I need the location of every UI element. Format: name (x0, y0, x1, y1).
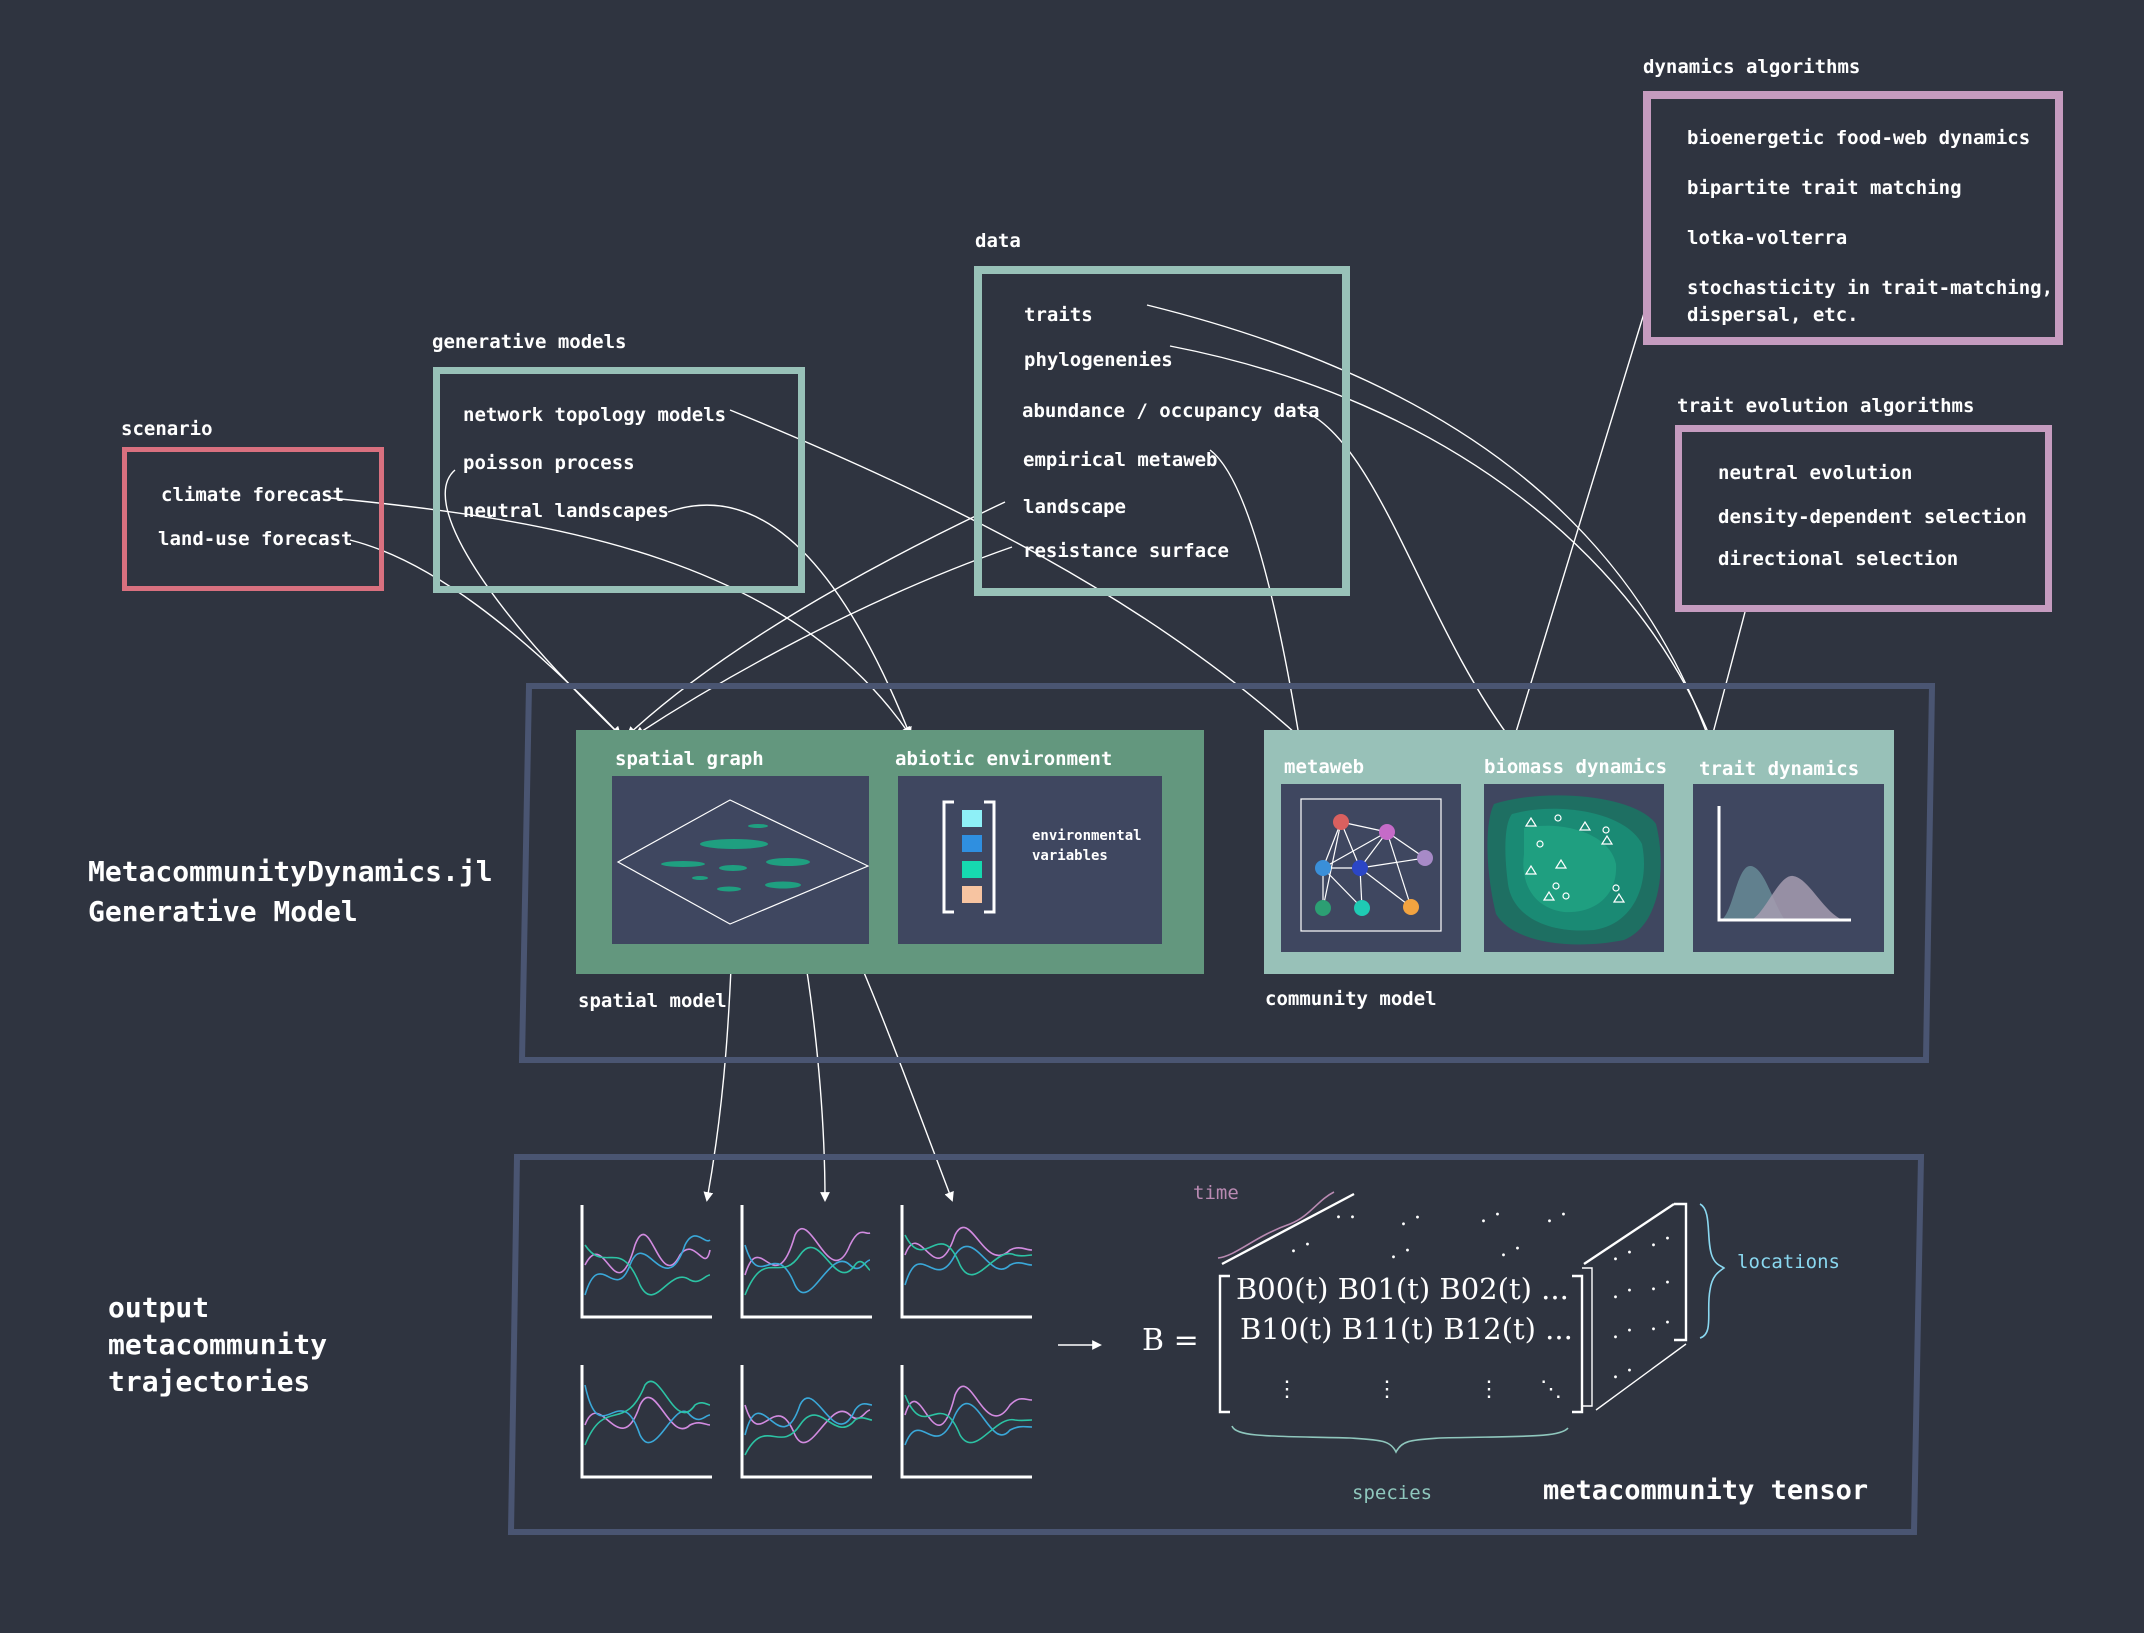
trait-evolution-box: neutral evolution density-dependent sele… (1675, 425, 2052, 612)
abiotic-environment-label: abiotic environment (895, 748, 1113, 770)
generative-item-neutral: neutral landscapes (463, 500, 669, 522)
arrow-phylo-to-trait-dynamics (1169, 345, 1714, 744)
env-variable-swatch (962, 835, 982, 852)
generative-item-poisson: poisson process (463, 452, 635, 474)
abiotic-environment-panel: environmental variables (898, 776, 1162, 944)
data-item-traits: traits (1024, 304, 1093, 326)
scenario-box: climate forecast land-use forecast (122, 447, 384, 591)
dynamics-algorithms-box: bioenergetic food-web dynamics bipartite… (1643, 91, 2063, 345)
spatial-graph-illustration (616, 799, 869, 925)
model-title-line1: MetacommunityDynamics.jl (88, 855, 493, 888)
env-variables-line2: variables (1032, 848, 1108, 864)
env-variable-swatch (962, 861, 982, 878)
data-item-empirical-metaweb: empirical metaweb (1023, 449, 1218, 471)
community-model-label: community model (1265, 988, 1437, 1010)
spatial-graph-panel (612, 776, 869, 944)
spatial-graph-label: spatial graph (615, 748, 764, 770)
arrow-dynamics-to-biomass (1509, 309, 1646, 747)
dynamics-item-lotka: lotka-volterra (1687, 227, 1848, 249)
tensor-row-1: B00(t) B01(t) B02(t) ... (1236, 1272, 1569, 1306)
dynamics-item-dispersal: dispersal, etc. (1687, 304, 1859, 326)
env-variable-swatch (962, 810, 982, 827)
data-box: traits phylogenenies abundance / occupan… (974, 266, 1350, 596)
scenario-heading: scenario (121, 418, 213, 440)
metaweb-panel (1281, 784, 1461, 952)
scenario-item-landuse: land-use forecast (158, 528, 353, 550)
trait-distribution-illustration (1717, 806, 1851, 922)
generative-item-network: network topology models (463, 404, 727, 426)
tensor-time-label: time (1193, 1182, 1239, 1204)
trait-item-neutral: neutral evolution (1718, 462, 1913, 484)
dynamics-item-stochasticity: stochasticity in trait-matching, (1687, 277, 2054, 299)
output-title-line3: trajectories (108, 1365, 311, 1398)
env-variables-line1: environmental (1032, 828, 1142, 844)
trait-item-directional: directional selection (1718, 548, 1959, 570)
tensor-row-2: B10(t) B11(t) B12(t) ... (1240, 1312, 1573, 1346)
biomass-landscape-illustration (1487, 795, 1661, 945)
trait-dynamics-label: trait dynamics (1699, 758, 1860, 780)
trait-evolution-heading: trait evolution algorithms (1677, 395, 1975, 417)
env-vector-illustration (942, 800, 996, 914)
tensor-species-label: species (1352, 1482, 1433, 1504)
metacommunity-tensor-label: metacommunity tensor (1543, 1475, 1869, 1506)
generative-models-heading: generative models (432, 331, 627, 353)
metaweb-network-illustration (1300, 798, 1442, 932)
data-item-abundance: abundance / occupancy data (1022, 400, 1320, 422)
generative-models-box: network topology models poisson process … (433, 367, 805, 593)
scenario-item-climate: climate forecast (161, 484, 345, 506)
biomass-dynamics-label: biomass dynamics (1484, 756, 1668, 778)
arrow-climate-to-abiotic (329, 497, 912, 737)
tensor-locations-label: locations (1737, 1251, 1840, 1273)
dynamics-item-bipartite: bipartite trait matching (1687, 177, 1962, 199)
spatial-model-label: spatial model (578, 990, 727, 1012)
trait-item-density: density-dependent selection (1718, 506, 2027, 528)
output-title-line2: metacommunity (108, 1328, 328, 1361)
tensor-lhs: B = (1142, 1323, 1199, 1358)
metaweb-label: metaweb (1284, 756, 1365, 778)
dynamics-algorithms-heading: dynamics algorithms (1643, 56, 1861, 78)
arrow-traits-to-trait-dynamics (1146, 304, 1712, 744)
biomass-dynamics-panel (1484, 784, 1664, 952)
data-item-phylogenies: phylogenenies (1024, 349, 1173, 371)
dynamics-item-bioenergetic: bioenergetic food-web dynamics (1687, 127, 2031, 149)
trait-dynamics-panel (1693, 784, 1884, 952)
arrow-neutral-to-abiotic (667, 504, 912, 737)
output-title-line1: output (108, 1291, 210, 1324)
env-variable-swatch (962, 886, 982, 903)
data-heading: data (975, 230, 1021, 252)
data-item-landscape: landscape (1023, 496, 1126, 518)
model-title-line2: Generative Model (88, 895, 358, 928)
data-item-resistance: resistance surface (1023, 540, 1229, 562)
